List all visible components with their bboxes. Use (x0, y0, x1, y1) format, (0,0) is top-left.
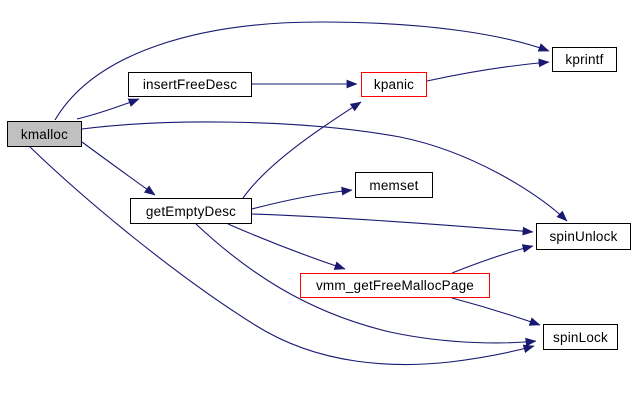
edge-vmm_getFreeMallocPage-spinLock (451, 297, 541, 326)
edge-kmalloc-spinLock (29, 146, 535, 366)
node-memset[interactable]: memset (355, 172, 433, 198)
edge-getEmptyDesc-spinLock (195, 223, 537, 347)
edge-getEmptyDesc-kpanic (242, 101, 362, 199)
node-kmalloc: kmalloc (7, 121, 82, 147)
edge-getEmptyDesc-spinUnlock (251, 213, 534, 236)
edge-vmm_getFreeMallocPage-spinUnlock (451, 244, 534, 274)
edge-kmalloc-getEmptyDesc (81, 141, 156, 196)
node-kpanic[interactable]: kpanic (361, 72, 427, 97)
edge-kmalloc-spinUnlock (81, 121, 568, 222)
edge-kmalloc-insertFreeDesc (76, 98, 140, 120)
edge-getEmptyDesc-memset (251, 186, 353, 210)
node-getEmptyDesc[interactable]: getEmptyDesc (130, 198, 252, 224)
node-vmm_getFreeMallocPage[interactable]: vmm_getFreeMallocPage (300, 273, 490, 298)
node-insertFreeDesc[interactable]: insertFreeDesc (128, 72, 252, 97)
node-spinLock[interactable]: spinLock (543, 324, 618, 350)
node-spinUnlock[interactable]: spinUnlock (536, 223, 631, 250)
edge-kmalloc-kprintf (54, 21, 550, 121)
node-kprintf[interactable]: kprintf (552, 47, 617, 72)
edge-getEmptyDesc-vmm_getFreeMallocPage (227, 223, 346, 270)
edge-kpanic-kprintf (426, 58, 550, 82)
